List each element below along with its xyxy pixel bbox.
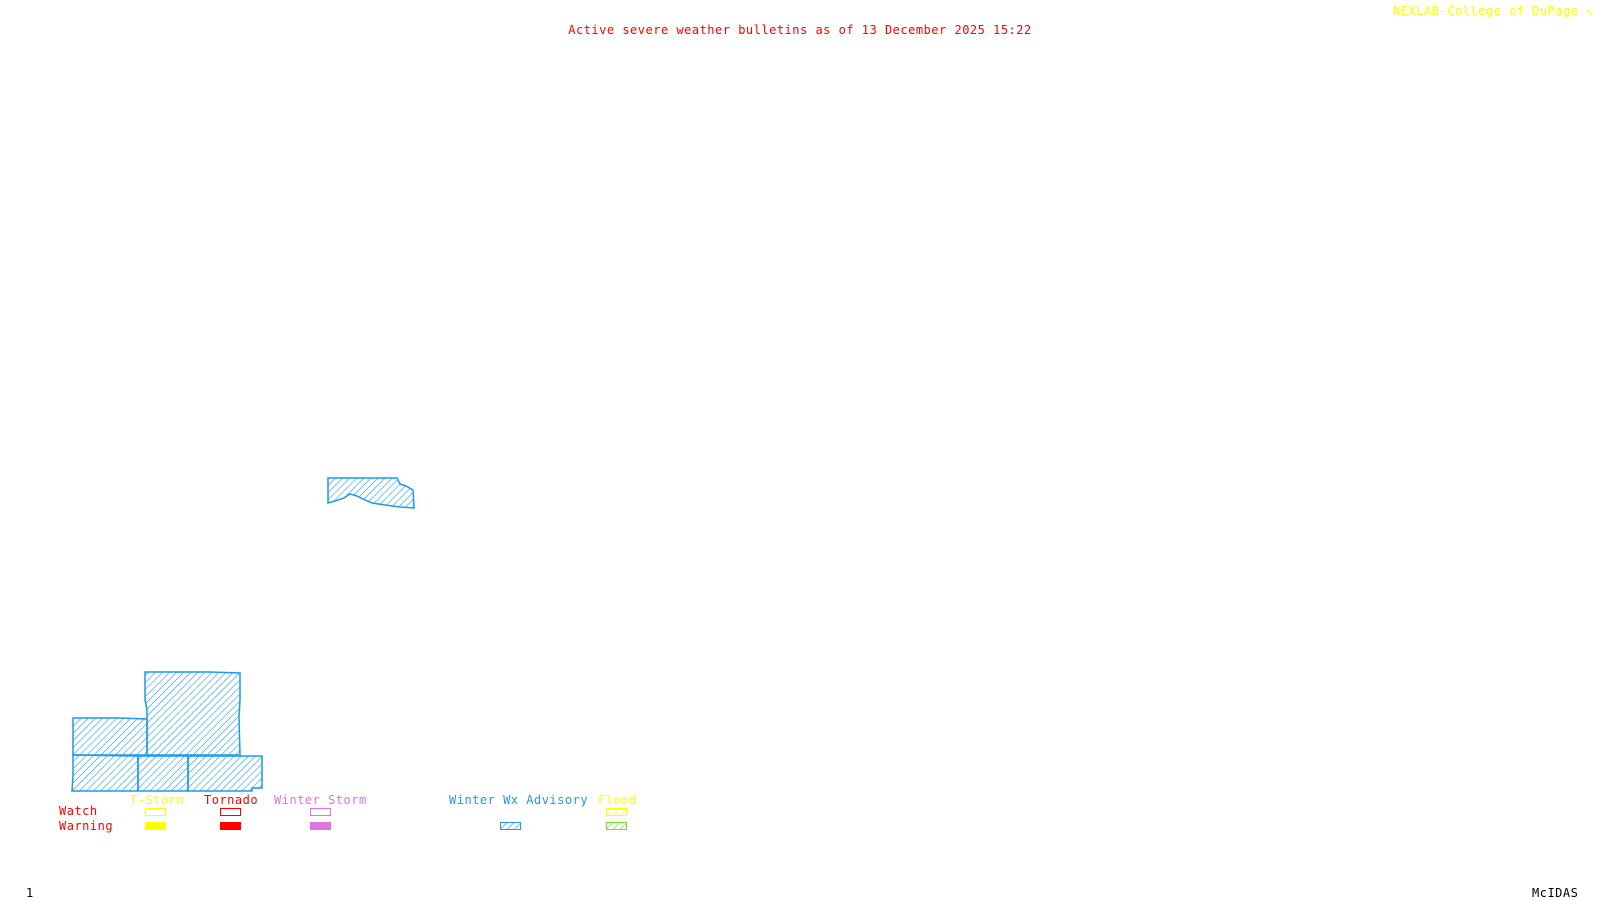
winter-wx-advisory-swatch — [500, 822, 521, 830]
winter-wx-advisory-area-southwest-3[interactable] — [71, 754, 139, 792]
legend-row-warning: Warning — [59, 819, 114, 833]
tstorm-watch-swatch — [145, 808, 166, 816]
bulletin-title: Active severe weather bulletins as of 13… — [568, 23, 1032, 37]
flood-watch-swatch — [606, 808, 627, 816]
winter-wx-advisory-area-southwest-1[interactable] — [144, 671, 241, 756]
winter-wx-advisory-area-southwest-5[interactable] — [187, 755, 263, 792]
tornado-watch-swatch — [220, 808, 241, 816]
credit-label: NEXLAB-College of DuPage ↖ — [1393, 4, 1594, 18]
tornado-warning-swatch — [220, 822, 241, 830]
legend-label-winter-storm: Winter Storm — [274, 793, 367, 807]
winter-wx-advisory-area-north[interactable] — [327, 477, 415, 509]
credit-text: NEXLAB-College of DuPage — [1393, 4, 1579, 18]
winter-wx-advisory-area-southwest-4[interactable] — [137, 755, 189, 792]
flood-warning-swatch — [606, 822, 627, 830]
legend-label-tstorm: T-Storm — [130, 793, 185, 807]
legend-label-winter-wx-advisory: Winter Wx Advisory — [449, 793, 589, 807]
tstorm-warning-swatch — [145, 822, 166, 830]
legend-label-flood: Flood — [598, 793, 637, 807]
winter-storm-warning-swatch — [310, 822, 331, 830]
winter-wx-advisory-area-southwest-2[interactable] — [72, 717, 148, 756]
software-label: McIDAS — [1532, 886, 1579, 900]
cursor-arrow-icon: ↖ — [1586, 4, 1594, 18]
frame-number: 1 — [26, 886, 34, 900]
legend-label-tornado: Tornado — [204, 793, 259, 807]
winter-storm-watch-swatch — [310, 808, 331, 816]
legend-row-watch: Watch — [59, 804, 98, 818]
